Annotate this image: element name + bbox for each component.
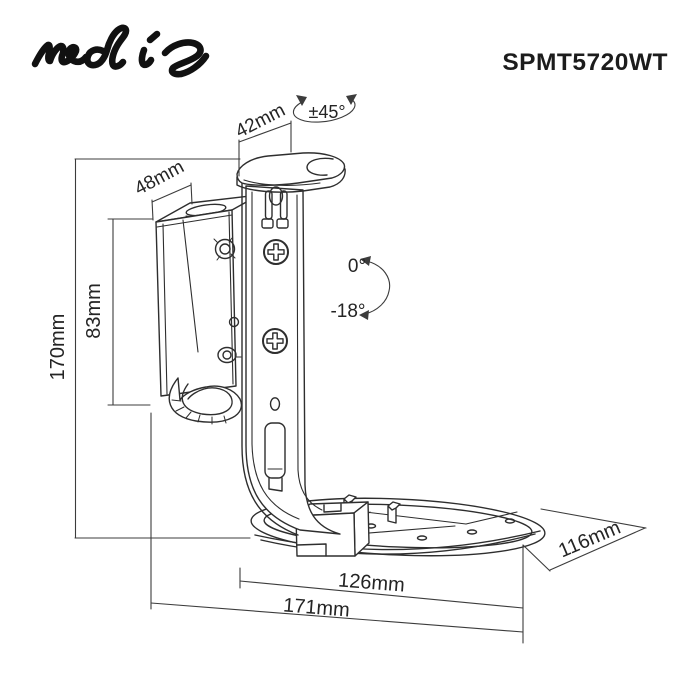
dim-48-label: 48mm xyxy=(131,156,187,199)
hook-outer-loop xyxy=(168,377,243,423)
wall-plate xyxy=(155,194,260,425)
cap-u-notch xyxy=(306,157,334,176)
cable-hook xyxy=(168,377,243,425)
cap-front-lip xyxy=(236,168,346,193)
plate-hole-bottom-outer xyxy=(217,346,237,364)
dim-18-label: -18° xyxy=(330,301,365,322)
base-front-edge-2 xyxy=(260,533,536,555)
dim-tilt-range: 0° -18° xyxy=(330,256,391,322)
dim-plate-height: 83mm xyxy=(83,218,154,406)
arm-front-face xyxy=(245,185,341,535)
phillips-screw-bottom-icon xyxy=(262,328,288,354)
base-boss-4 xyxy=(504,518,516,524)
base-facet-line-2 xyxy=(465,511,518,525)
slot-foot-right xyxy=(276,218,289,229)
arm-left-fold xyxy=(251,191,300,520)
base-mid-fin xyxy=(387,501,401,524)
dim-swivel-rotation: ±45° xyxy=(292,94,357,123)
dim-170-label: 170mm xyxy=(47,314,69,381)
dim-42-label: 42mm xyxy=(232,100,289,143)
cap-seam xyxy=(243,179,321,186)
nedis-logo-icon xyxy=(31,24,210,78)
dim-126-line xyxy=(239,580,524,609)
screw-head-bottom xyxy=(262,328,288,354)
arm-side-band xyxy=(241,182,299,536)
screw-head-top xyxy=(263,239,289,265)
arm-small-hole xyxy=(269,397,281,411)
dim-45-label: ±45° xyxy=(308,102,345,122)
bracket-drawing xyxy=(155,152,546,557)
arm-bottom-foot xyxy=(268,477,283,492)
dim-116-line xyxy=(549,527,646,571)
swivel-arrow-left-icon xyxy=(296,95,307,106)
dimension-annotations: 170mm 83mm 48mm 42mm ±45° xyxy=(47,94,647,644)
arm-bottom-slot xyxy=(264,422,286,479)
logo-stroke-d xyxy=(84,24,130,70)
logo-stroke-i xyxy=(138,46,155,69)
dim-171-line xyxy=(150,602,524,633)
dim-116-label: 116mm xyxy=(555,517,624,563)
vertical-arm xyxy=(241,182,341,536)
swivel-arrow-right-icon xyxy=(346,94,357,105)
top-cap xyxy=(236,152,346,193)
clamp-front-notch xyxy=(296,543,327,557)
dim-126-label: 126mm xyxy=(337,569,405,596)
arm-right-fold xyxy=(296,194,323,511)
plate-top-lip xyxy=(156,214,233,228)
plate-left-fold xyxy=(162,223,168,395)
base-boss-2 xyxy=(416,535,428,541)
dim-83-label: 83mm xyxy=(83,283,105,339)
dim-42-line xyxy=(238,122,292,143)
dim-overall-height: 170mm xyxy=(47,158,251,539)
dim-48-line xyxy=(151,184,192,203)
phillips-screw-top-icon xyxy=(263,239,289,265)
tilt-arrow-bottom-icon xyxy=(359,310,369,320)
plate-hole-mid xyxy=(228,316,240,328)
dim-116-extension-upper xyxy=(540,508,647,529)
plate-hole-top-outer xyxy=(214,238,236,260)
base-boss-3 xyxy=(466,529,478,535)
model-number: SPMT5720WT xyxy=(502,49,668,76)
dim-116-extension-lower xyxy=(522,544,551,572)
arm-oval-hole xyxy=(268,186,284,206)
plate-hole-hatch xyxy=(213,237,236,261)
dim-base-width: 126mm xyxy=(239,544,524,644)
plate-hole-bottom-inner xyxy=(222,350,232,360)
logo-stroke-s xyxy=(161,39,210,78)
base-front-edge-1 xyxy=(254,530,541,551)
screw-cross-top xyxy=(267,243,285,261)
tilt-arc xyxy=(364,260,391,315)
plate-hole-top-inner xyxy=(219,243,231,255)
brand-header: nedis SPMT5720WT xyxy=(31,24,668,78)
slot-foot-left xyxy=(261,218,274,229)
swivel-arc xyxy=(292,98,356,123)
logo-stroke-n-e xyxy=(31,41,90,68)
dim-0-label: 0° xyxy=(348,256,366,277)
hook-ribs xyxy=(171,399,227,425)
screw-cross-bottom xyxy=(266,332,284,350)
tilt-arrow-top-icon xyxy=(360,256,371,266)
dim-171-label: 171mm xyxy=(282,594,350,621)
clamp-top-slot xyxy=(323,503,342,513)
plate-front-face xyxy=(155,209,237,397)
dim-overall-depth: 171mm xyxy=(150,412,524,633)
base-platter xyxy=(250,494,546,557)
plate-diagonal-fold xyxy=(182,219,199,353)
dim-48-extension-left xyxy=(151,199,154,221)
cap-top-surface xyxy=(236,152,346,186)
logo-stroke-i-dot xyxy=(146,30,161,44)
hook-inner-loop xyxy=(181,383,233,416)
dim-48-extension-right xyxy=(190,182,193,205)
